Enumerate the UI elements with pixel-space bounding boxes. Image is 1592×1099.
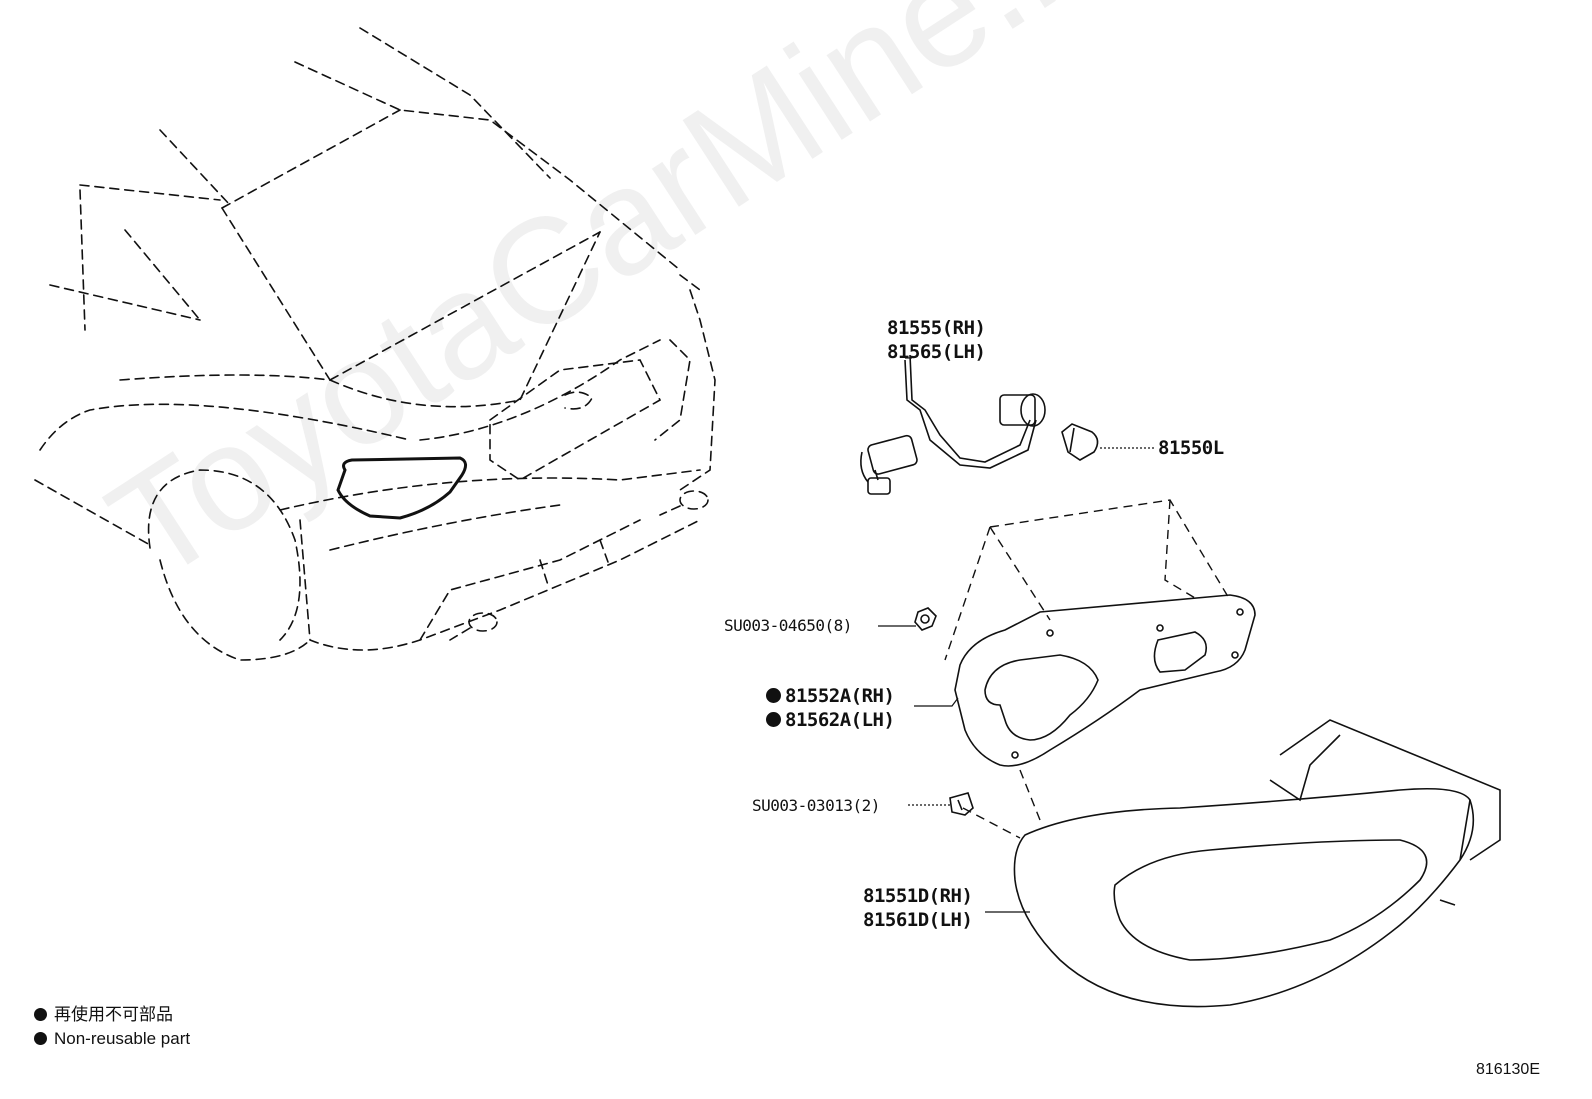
projection-lines	[944, 499, 1231, 839]
legend-english: Non-reusable part	[34, 1028, 190, 1050]
gasket-plate	[954, 594, 1256, 767]
callout-gasket-rh: 81552A(RH)	[766, 684, 895, 708]
callout-clip: SU003-03013(2)	[752, 796, 880, 815]
non-reusable-dot-icon	[34, 1032, 47, 1045]
callout-socket-lh: 81565(LH)	[887, 341, 986, 363]
clip	[949, 792, 974, 816]
callout-bulb: 81550L	[1158, 437, 1224, 459]
callout-gasket-lh: 81562A(LH)	[766, 708, 895, 732]
socket-wire-assembly	[860, 354, 1046, 495]
callout-lamp-rh: 81551D(RH)	[863, 885, 973, 907]
legend-japanese: 再使用不可部品	[34, 1004, 173, 1026]
callout-nut: SU003-04650(8)	[724, 616, 852, 635]
callout-lamp-lh: 81561D(LH)	[863, 909, 973, 931]
bulb	[1061, 423, 1099, 461]
lamp-assembly	[1013, 719, 1501, 1008]
non-reusable-dot-icon	[766, 688, 781, 703]
illustration-code: 816130E	[1475, 1061, 1540, 1078]
non-reusable-dot-icon	[34, 1008, 47, 1021]
non-reusable-dot-icon	[766, 712, 781, 727]
gasket-leader	[914, 697, 959, 707]
car-rear-outline	[34, 27, 716, 661]
nut	[914, 607, 937, 631]
tail-lamp-location	[336, 456, 467, 520]
callout-socket-rh: 81555(RH)	[887, 317, 986, 339]
